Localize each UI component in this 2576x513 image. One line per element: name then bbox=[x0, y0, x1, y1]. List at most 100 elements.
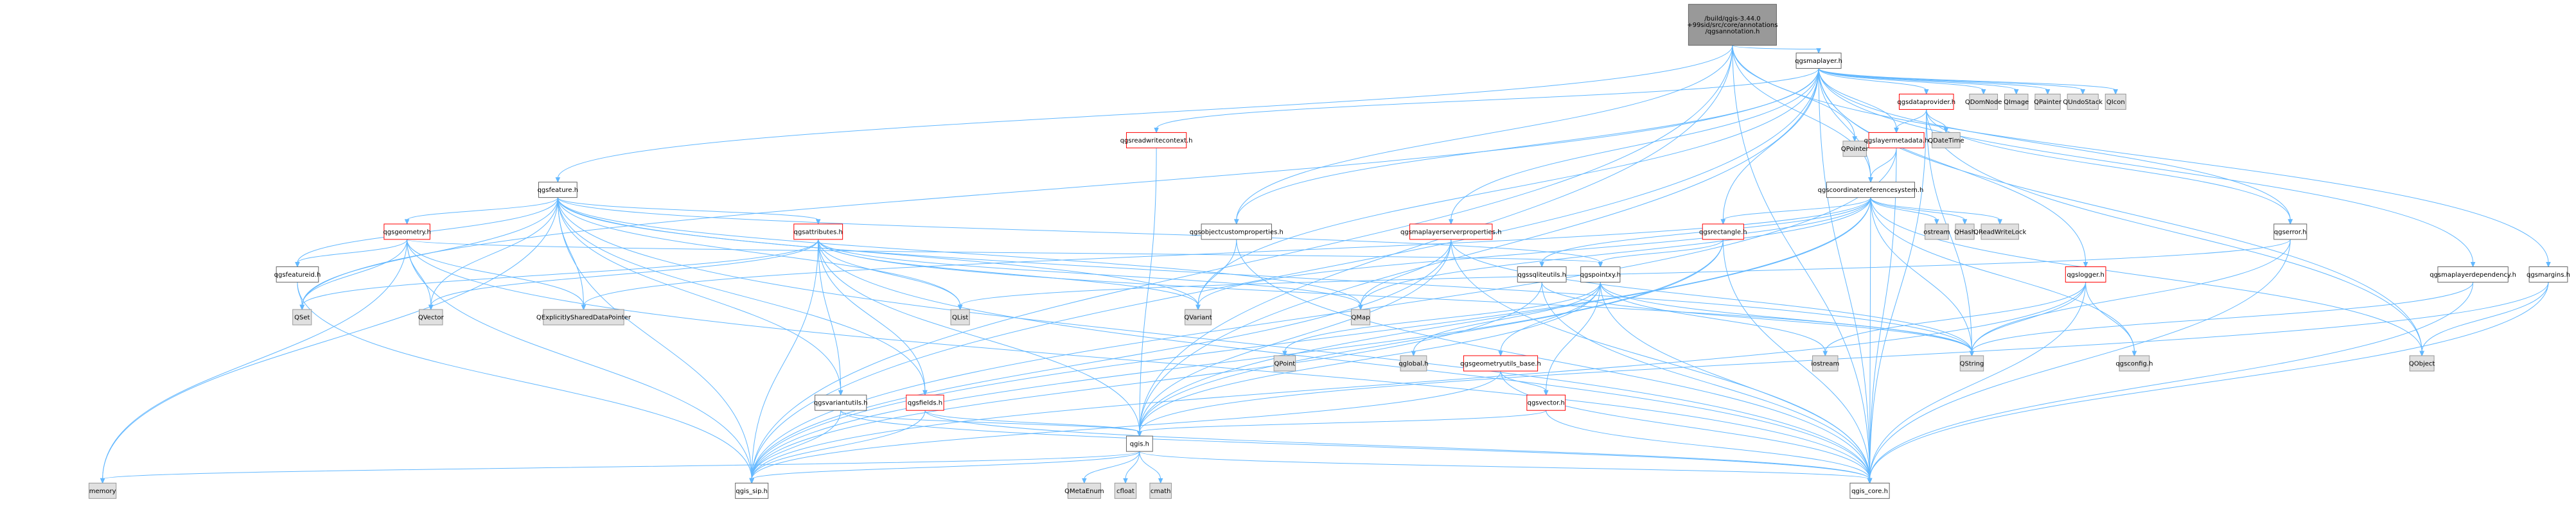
node-qgscrs[interactable]: qgscoordinatereferencesystem.h bbox=[1818, 182, 1924, 198]
node-qpainter[interactable]: QPainter bbox=[2034, 93, 2062, 110]
edge-qgsmaplayerdependency-to-qgis_core bbox=[1867, 282, 2474, 484]
node-box bbox=[2004, 93, 2029, 110]
node-qgsvector[interactable]: qgsvector.h bbox=[1526, 394, 1566, 411]
node-qgsmargins[interactable]: qgsmargins.h bbox=[2527, 266, 2570, 283]
node-box bbox=[543, 309, 624, 326]
node-box bbox=[1826, 182, 1916, 198]
node-qgssqliteutils[interactable]: qgssqliteutils.h bbox=[1517, 266, 1567, 283]
node-qgsvariantutils[interactable]: qgsvariantutils.h bbox=[814, 394, 868, 411]
node-qdatetime[interactable]: QDateTime bbox=[1928, 132, 1964, 148]
node-qvector[interactable]: QVector bbox=[418, 309, 445, 326]
node-qhash[interactable]: QHash bbox=[1954, 223, 1975, 240]
node-qgsmaplayerdependency[interactable]: qgsmaplayerdependency.h bbox=[2430, 266, 2516, 283]
node-memory[interactable]: memory bbox=[89, 482, 117, 499]
node-qgsgeometry[interactable]: qgsgeometry.h bbox=[383, 223, 431, 240]
node-qgserror[interactable]: qgserror.h bbox=[2273, 223, 2307, 240]
node-label: iostream bbox=[1811, 360, 1839, 367]
node-qstring[interactable]: QString bbox=[1959, 355, 1984, 372]
node-qgsfields[interactable]: qgsfields.h bbox=[906, 394, 944, 411]
node-qicon[interactable]: QIcon bbox=[2104, 93, 2126, 110]
node-qmetaenum[interactable]: QMetaEnum bbox=[1064, 482, 1104, 499]
node-root[interactable]: /build/qgis-3.44.0+99sid/src/core/annota… bbox=[1687, 4, 1778, 46]
node-label: QPointer bbox=[1841, 146, 1869, 153]
edge-qgsvector-to-qgis_core bbox=[1546, 410, 1873, 484]
edge-qgsfields-to-qgis bbox=[924, 410, 1142, 437]
node-label: qgsgeometry.h bbox=[383, 229, 430, 236]
node-qgsfeature[interactable]: qgsfeature.h bbox=[538, 182, 579, 198]
node-label: qglobal.h bbox=[1398, 360, 1428, 367]
node-qgslayermetadata[interactable]: qgslayermetadata.h bbox=[1864, 132, 1929, 148]
node-label: qgsgeometryutils_base.h bbox=[1460, 360, 1541, 367]
node-cmath[interactable]: cmath bbox=[1149, 482, 1172, 499]
edge-qgsgeometryutils_base-to-qgis_sip bbox=[749, 370, 1501, 484]
edge-qgis-to-cfloat bbox=[1123, 451, 1140, 484]
edge-qgscrs-to-qgsrectangle bbox=[1720, 197, 1871, 225]
node-qset[interactable]: QSet bbox=[292, 309, 312, 326]
node-box bbox=[1580, 266, 1621, 283]
node-qgsrectangle[interactable]: qgsrectangle.h bbox=[1699, 223, 1747, 240]
node-ostream[interactable]: ostream bbox=[1923, 223, 1950, 240]
node-qgslogger[interactable]: qgslogger.h bbox=[2065, 266, 2106, 283]
node-qvariant[interactable]: QVariant bbox=[1184, 309, 1212, 326]
node-cfloat[interactable]: cfloat bbox=[1114, 482, 1137, 499]
node-label: +99sid/src/core/annotations bbox=[1687, 22, 1778, 29]
node-qmap[interactable]: QMap bbox=[1350, 309, 1371, 326]
node-label: qgsfeatureid.h bbox=[274, 272, 321, 279]
node-label: QReadWriteLock bbox=[1973, 229, 2026, 236]
edge-qgsattributes-to-qgsvariantutils bbox=[818, 239, 843, 396]
edge-qgsmaplayer-to-qgsdataprovider bbox=[1818, 68, 1929, 95]
node-qgsfeatureid[interactable]: qgsfeatureid.h bbox=[274, 266, 321, 283]
node-box bbox=[1400, 355, 1427, 372]
node-qgsmaplayer[interactable]: qgsmaplayer.h bbox=[1795, 53, 1842, 69]
node-qgis_core[interactable]: qgis_core.h bbox=[1849, 482, 1890, 499]
edge-qgsfeature-to-qstring bbox=[557, 197, 1975, 357]
edge-qgslogger-to-qgis_sip bbox=[749, 282, 2086, 484]
node-qpointer[interactable]: QPointer bbox=[1841, 141, 1869, 157]
node-qglobal[interactable]: qglobal.h bbox=[1398, 355, 1429, 372]
node-qgsdataprovider[interactable]: qgsdataprovider.h bbox=[1897, 93, 1955, 110]
node-box bbox=[1185, 309, 1212, 326]
edge-qgscrs-to-qhash bbox=[1870, 197, 1968, 225]
edge-qgsfeature-to-qgis_sip bbox=[557, 197, 754, 484]
node-qgsconfig[interactable]: qgsconfig.h bbox=[2115, 355, 2153, 372]
edge-qgslogger-to-iostream bbox=[1822, 282, 2086, 357]
edge-qgscrs-to-qstring bbox=[1870, 197, 1975, 357]
node-box bbox=[1812, 355, 1839, 372]
node-label: ostream bbox=[1923, 229, 1950, 236]
edge-qgsmaplayer-to-qicon bbox=[1818, 68, 2119, 95]
node-qexplicitly[interactable]: QExplicitlySharedDataPointer bbox=[536, 309, 631, 326]
node-box bbox=[793, 223, 843, 240]
node-qgsgeometryutils_base[interactable]: qgsgeometryutils_base.h bbox=[1460, 355, 1541, 372]
node-qgsattributes[interactable]: qgsattributes.h bbox=[793, 223, 843, 240]
node-box bbox=[1842, 141, 1867, 157]
node-label: qgsmaplayerserverproperties.h bbox=[1400, 229, 1501, 236]
edge-qgsfeature-to-memory bbox=[100, 197, 558, 484]
node-label: qgspointxy.h bbox=[1580, 272, 1621, 279]
edge-qgsmargins-to-qgis bbox=[1137, 282, 2549, 437]
node-box bbox=[2104, 93, 2126, 110]
node-qimage[interactable]: QImage bbox=[2004, 93, 2029, 110]
node-qlist[interactable]: QList bbox=[950, 309, 970, 326]
node-qdomnode[interactable]: QDomNode bbox=[1965, 93, 2002, 110]
node-box bbox=[1517, 266, 1567, 283]
node-box bbox=[1067, 482, 1101, 499]
node-qpoint[interactable]: QPoint bbox=[1273, 355, 1296, 372]
node-qgspointxy[interactable]: qgspointxy.h bbox=[1580, 266, 1621, 283]
edge-qgsmaplayer-to-qgsreadwritecontext bbox=[1154, 68, 1819, 134]
node-label: QPoint bbox=[1275, 360, 1296, 367]
edge-qgscrs-to-qgis_core bbox=[1867, 197, 1873, 484]
node-box bbox=[1959, 355, 1984, 372]
node-box bbox=[815, 394, 867, 411]
node-qgsmaplayerserverproperties[interactable]: qgsmaplayerserverproperties.h bbox=[1400, 223, 1501, 240]
node-qgsreadwritecontext[interactable]: qgsreadwritecontext.h bbox=[1120, 132, 1193, 148]
node-qundostack[interactable]: QUndoStack bbox=[2063, 93, 2103, 110]
edge-qgsdataprovider-to-qgslayermetadata bbox=[1894, 109, 1927, 134]
node-iostream[interactable]: iostream bbox=[1811, 355, 1839, 372]
edge-qgsattributes-to-qgis_core bbox=[818, 239, 1873, 484]
node-qreadwritelock[interactable]: QReadWriteLock bbox=[1973, 223, 2027, 240]
node-qobject[interactable]: QObject bbox=[2409, 355, 2435, 372]
node-qgsobjectcustomproperties[interactable]: qgsobjectcustomproperties.h bbox=[1190, 223, 1284, 240]
node-qgis_sip[interactable]: qgis_sip.h bbox=[735, 482, 769, 499]
node-qgis[interactable]: qgis.h bbox=[1125, 435, 1153, 452]
